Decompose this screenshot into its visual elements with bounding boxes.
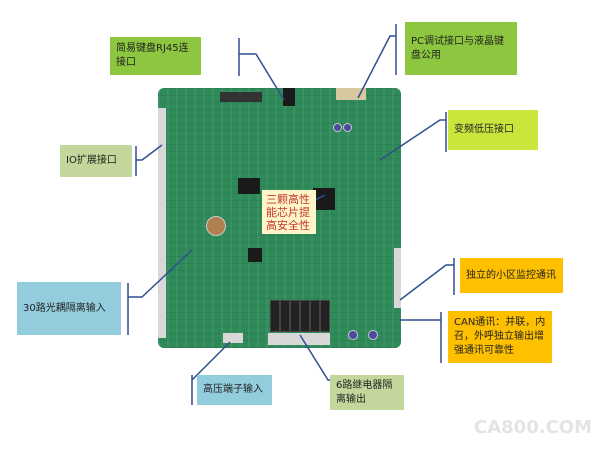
input-terminal-strip [158, 108, 166, 338]
label-relay-out: 6路继电器隔离输出 [330, 375, 404, 410]
can-terminal [394, 248, 401, 308]
relay [320, 300, 330, 332]
hv-terminals [223, 333, 243, 343]
label-opto-inputs: 30路光耦隔离输入 [17, 282, 121, 335]
label-io-ext: IO扩展接口 [60, 145, 132, 177]
relay [280, 300, 290, 332]
label-can: CAN通讯：并联，内召，外呼独立输出增强通讯可靠性 [448, 311, 552, 363]
relay [270, 300, 280, 332]
chip [313, 188, 335, 210]
battery [206, 216, 226, 236]
capacitor [333, 123, 342, 132]
label-hv-input: 高压端子输入 [197, 375, 272, 405]
rj45-jack [283, 88, 295, 106]
capacitor [368, 330, 378, 340]
label-monitor: 独立的小区监控通讯 [460, 258, 563, 293]
relay [300, 300, 310, 332]
chip [238, 178, 260, 194]
seven-seg-display [220, 92, 262, 102]
relay-terminals [268, 333, 330, 345]
capacitor [343, 123, 352, 132]
label-pc-port: PC调试接口与液晶键盘公用 [405, 22, 517, 75]
label-inverter: 变频低压接口 [448, 110, 538, 150]
relay [290, 300, 300, 332]
label-chips: 三颗高性能芯片提高安全性 [262, 190, 316, 234]
label-rj45: 简易键盘RJ45连接口 [110, 37, 201, 75]
capacitor [348, 330, 358, 340]
chip [248, 248, 262, 262]
watermark: CA800.COM [474, 417, 592, 438]
relay [310, 300, 320, 332]
